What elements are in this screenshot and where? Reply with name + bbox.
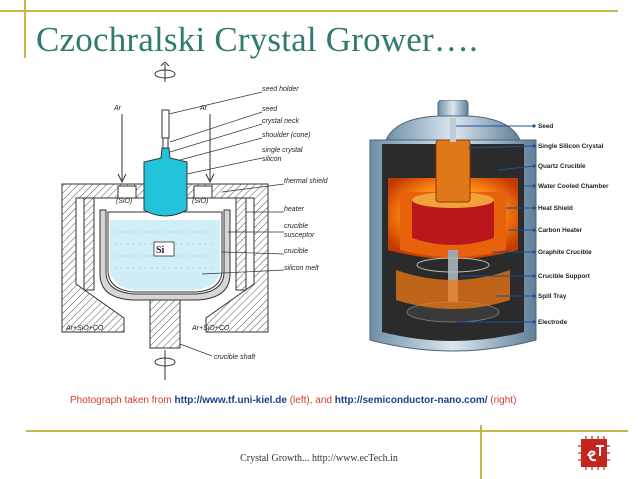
bottom-rule-vertical xyxy=(480,425,482,479)
diagram-label: crucible xyxy=(284,248,308,255)
left-schematic-diagram: Si Ar Ar (SiO) (SiO) Ar+SiO+CO Ar+SiO+CO… xyxy=(61,62,329,380)
diagram-label: Electrode xyxy=(538,319,568,326)
diagram-label: Heat Shield xyxy=(538,205,573,212)
diagram-label: thermal shield xyxy=(284,178,329,185)
right-cutaway-diagram: Seed Single Silicon Crystal Quartz Cruci… xyxy=(369,100,609,352)
top-rule xyxy=(0,10,618,12)
slide-title: Czochralski Crystal Grower…. xyxy=(36,20,479,59)
gas-in-left-label: Ar xyxy=(113,105,122,112)
gas-in-right-label: Ar xyxy=(199,105,208,112)
melt-symbol: Si xyxy=(156,245,165,256)
rotation-arrow-icon xyxy=(154,62,176,82)
diagram-label: Crucible Support xyxy=(538,273,591,280)
diagram-label: shoulder (cone) xyxy=(262,132,311,139)
bottom-rule xyxy=(26,430,628,432)
diagram-label: Quartz Crucible xyxy=(538,163,586,170)
exhaust-right-label: Ar+SiO+CO xyxy=(191,325,230,332)
oxide-right-label: (SiO) xyxy=(192,198,208,205)
diagram-label: crucible xyxy=(284,223,308,230)
source-left-link[interactable]: http://www.tf.uni-kiel.de xyxy=(174,395,287,406)
diagram-label: Carbon Heater xyxy=(538,227,583,234)
photo-credit-caption: Photograph taken from http://www.tf.uni-… xyxy=(70,395,516,406)
diagram-label: Spill Tray xyxy=(538,293,567,300)
diagram-label: crystal neck xyxy=(262,118,299,125)
diagram-label: seed holder xyxy=(262,86,299,93)
diagram-label: single crystal xyxy=(262,147,303,154)
ectech-logo-icon xyxy=(578,436,610,470)
diagram-label: seed xyxy=(262,106,278,113)
diagram-label: Seed xyxy=(538,123,553,130)
top-rule-vertical xyxy=(24,0,26,58)
exhaust-left-label: Ar+SiO+CO xyxy=(65,325,104,332)
diagram-label: silicon xyxy=(262,156,282,163)
source-right-link[interactable]: http://semiconductor-nano.com/ xyxy=(334,395,488,406)
slide-footer: Crystal Growth... http://www.ecTech.in xyxy=(240,453,398,464)
diagram-label: Water Cooled Chamber xyxy=(538,183,609,190)
diagram-label: crucible shaft xyxy=(214,354,256,361)
oxide-left-label: (SiO) xyxy=(116,198,132,205)
diagram-label: susceptor xyxy=(284,232,315,239)
caption-right-tag: (right) xyxy=(487,395,517,406)
diagram-label: heater xyxy=(284,206,305,213)
caption-left-tag: (left), and xyxy=(286,395,335,406)
diagram-label: Graphite Crucible xyxy=(538,249,592,256)
caption-prefix: Photograph taken from xyxy=(70,395,175,406)
rotation-arrow-icon xyxy=(154,350,176,380)
diagram-label: Single Silicon Crystal xyxy=(538,143,604,150)
diagram-label: silicon melt xyxy=(284,265,320,272)
